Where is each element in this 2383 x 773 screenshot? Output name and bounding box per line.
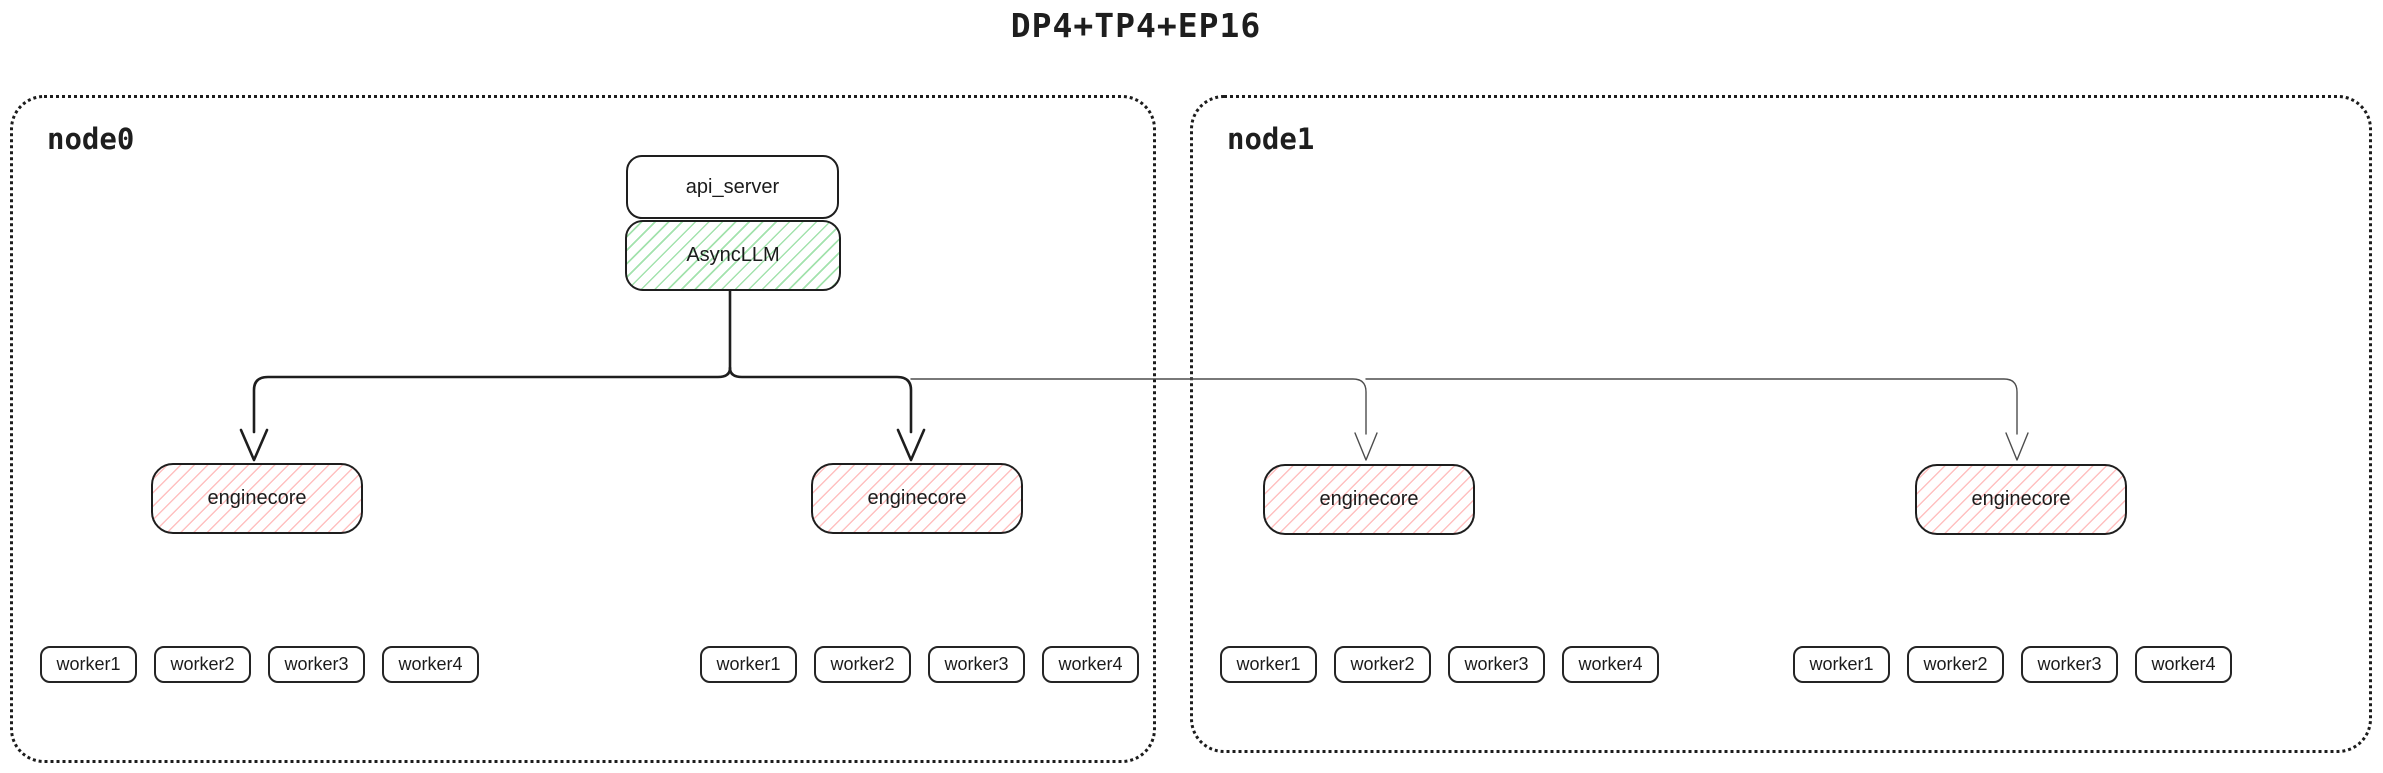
diagram-title: DP4+TP4+EP16 <box>1010 6 1262 45</box>
enginecore-box-3: enginecore <box>1263 464 1475 535</box>
worker-box: worker1 <box>700 646 797 683</box>
asyncllm-box: AsyncLLM <box>625 220 841 291</box>
enginecore-label: enginecore <box>207 487 307 509</box>
worker-box: worker3 <box>2021 646 2118 683</box>
worker-box: worker3 <box>1448 646 1545 683</box>
worker-box: worker2 <box>1907 646 2004 683</box>
node0-label: node0 <box>47 122 135 156</box>
worker-group-1: worker1 worker2 worker3 worker4 <box>40 646 479 683</box>
worker-box: worker1 <box>1220 646 1317 683</box>
enginecore-box-4: enginecore <box>1915 464 2127 535</box>
worker-group-4: worker1 worker2 worker3 worker4 <box>1793 646 2232 683</box>
api-server-box: api_server <box>626 155 839 219</box>
worker-box: worker3 <box>928 646 1025 683</box>
worker-box: worker1 <box>40 646 137 683</box>
worker-box: worker2 <box>1334 646 1431 683</box>
node1-container: node1 enginecore enginecore worker1 work… <box>1190 95 2372 753</box>
asyncllm-label: AsyncLLM <box>686 244 780 266</box>
enginecore-label: enginecore <box>1319 488 1419 510</box>
worker-group-3: worker1 worker2 worker3 worker4 <box>1220 646 1659 683</box>
api-server-label: api_server <box>685 175 780 198</box>
worker-box: worker3 <box>268 646 365 683</box>
worker-box: worker4 <box>1042 646 1139 683</box>
node0-container: node0 api_server AsyncLLM enginecore eng… <box>10 95 1156 763</box>
enginecore-label: enginecore <box>1971 488 2071 510</box>
worker-box: worker4 <box>1562 646 1659 683</box>
worker-box: worker1 <box>1793 646 1890 683</box>
worker-box: worker4 <box>382 646 479 683</box>
worker-box: worker2 <box>154 646 251 683</box>
enginecore-box-2: enginecore <box>811 463 1023 534</box>
worker-group-2: worker1 worker2 worker3 worker4 <box>700 646 1139 683</box>
enginecore-box-1: enginecore <box>151 463 363 534</box>
node1-label: node1 <box>1227 122 1315 156</box>
worker-box: worker4 <box>2135 646 2232 683</box>
worker-box: worker2 <box>814 646 911 683</box>
enginecore-label: enginecore <box>867 487 967 509</box>
